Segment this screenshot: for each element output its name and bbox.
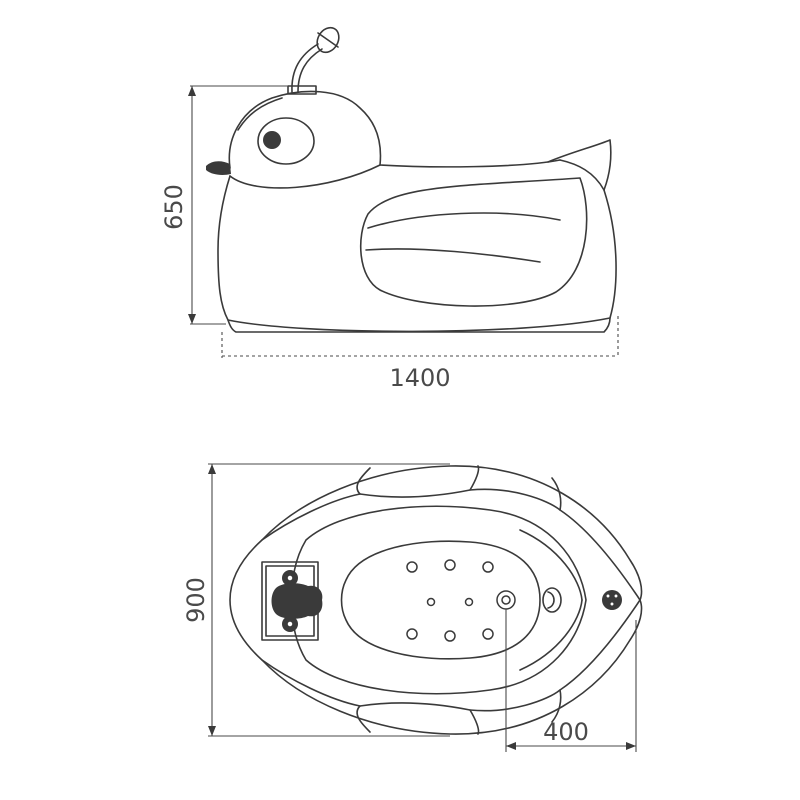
duck-beak — [206, 161, 231, 175]
duck-head-outline — [228, 90, 382, 169]
duck-tail — [547, 139, 612, 191]
top-view: 900 400 — [182, 463, 643, 752]
side-width-label: 1400 — [389, 364, 450, 392]
shower-head-icon — [287, 26, 340, 95]
massage-jets — [406, 559, 494, 642]
duck-wing — [359, 177, 588, 307]
duck-eye — [257, 117, 315, 165]
overflow-icon — [542, 587, 562, 613]
tub-inner-basin — [291, 505, 587, 695]
side-view: 650 1400 — [160, 26, 619, 392]
drain-offset-label: 400 — [543, 718, 589, 746]
pillow-icon — [271, 583, 323, 619]
top-depth-label: 900 — [182, 577, 210, 623]
side-height-label: 650 — [160, 184, 188, 230]
duck-body-outline — [217, 175, 617, 333]
control-panel — [261, 561, 323, 641]
tub-outer-rim — [229, 465, 643, 735]
